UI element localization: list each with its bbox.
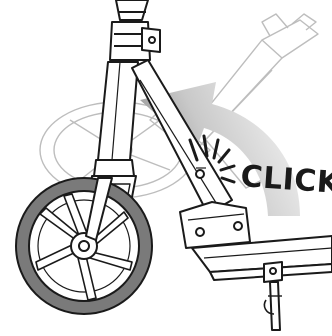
- frame-downtube: [132, 60, 232, 214]
- deck-and-hinge: [180, 202, 332, 330]
- click-callout-label: CLICK: [239, 159, 332, 201]
